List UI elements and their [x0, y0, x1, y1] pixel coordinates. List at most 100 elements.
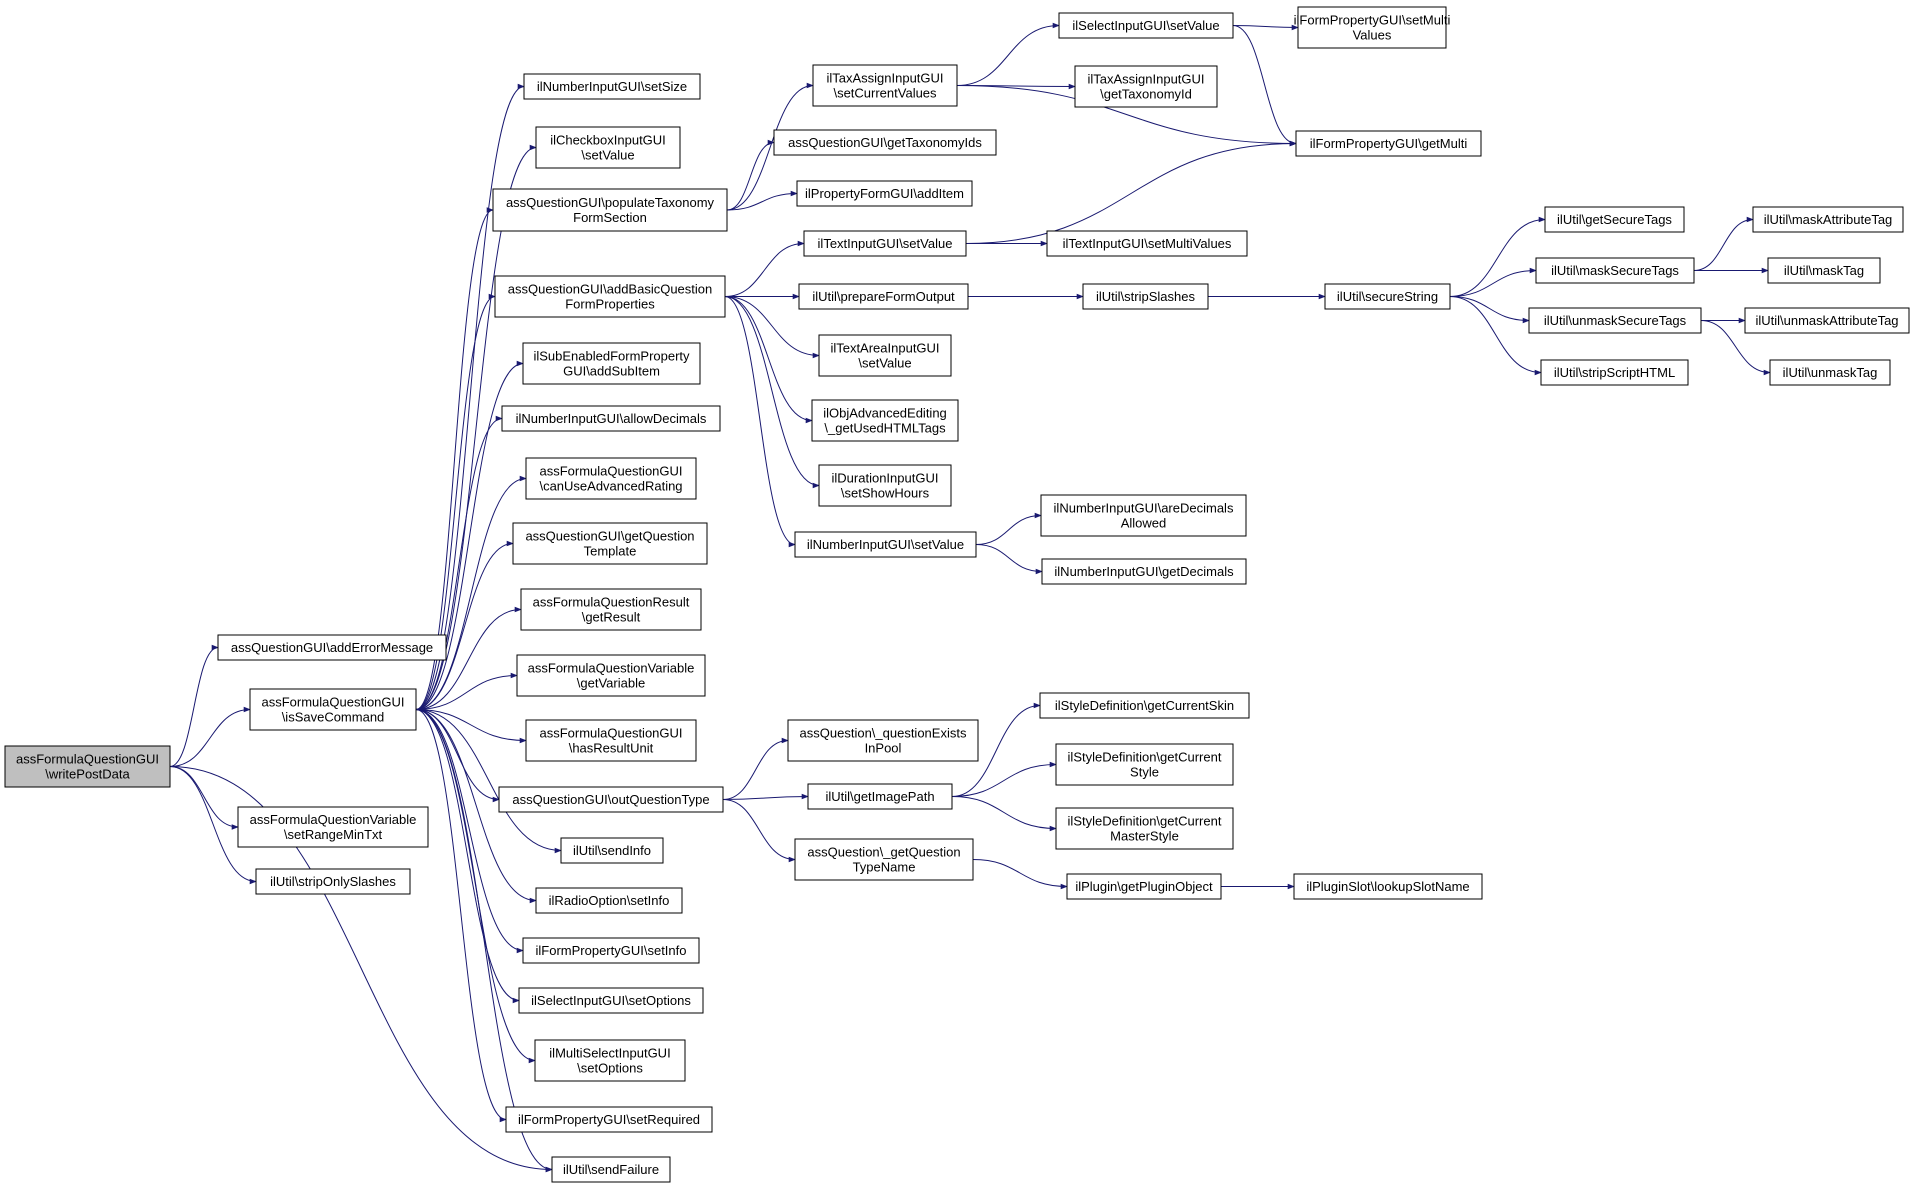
- node-box: [812, 64, 958, 107]
- node-add-error-message[interactable]: assQuestionGUI\addErrorMessage: [217, 634, 447, 661]
- node-label: assFormulaQuestionGUI: [261, 695, 404, 710]
- node-get-plugin-object[interactable]: ilPlugin\getPluginObject: [1066, 873, 1222, 900]
- edge-is-save-command-to-allow-decimals: [415, 415, 503, 710]
- node-label: ilSelectInputGUI\setOptions: [531, 993, 691, 1008]
- node-add-basic-question[interactable]: assQuestionGUI\addBasicQuestionFormPrope…: [494, 275, 726, 318]
- node-box: [560, 837, 664, 864]
- node-get-decimals[interactable]: ilNumberInputGUI\getDecimals: [1041, 558, 1247, 585]
- node-unmask-secure-tags[interactable]: ilUtil\unmaskSecureTags: [1528, 307, 1702, 334]
- node-label: \setValue: [858, 356, 911, 371]
- node-unmask-tag[interactable]: ilUtil\unmaskTag: [1769, 359, 1891, 386]
- node-get-taxonomy-id[interactable]: ilTaxAssignInputGUI\getTaxonomyId: [1074, 65, 1218, 108]
- node-text-set-multi-values[interactable]: ilTextInputGUI\setMultiValues: [1046, 230, 1248, 257]
- node-box: [796, 180, 973, 207]
- node-get-multi[interactable]: ilFormPropertyGUI\getMulti: [1295, 130, 1482, 157]
- node-label: \getResult: [582, 610, 641, 625]
- node-strip-script-html[interactable]: ilUtil\stripScriptHTML: [1540, 359, 1689, 386]
- node-can-use-advanced-rating[interactable]: assFormulaQuestionGUI\canUseAdvancedRati…: [525, 457, 697, 500]
- node-set-multi-values[interactable]: ilFormPropertyGUI\setMultiValues: [1294, 6, 1451, 49]
- node-multi-select-set-options[interactable]: ilMultiSelectInputGUI\setOptions: [534, 1039, 686, 1082]
- node-label: ilTaxAssignInputGUI: [1087, 72, 1204, 87]
- node-label: ilTextInputGUI\setMultiValues: [1063, 236, 1232, 251]
- node-box: [501, 405, 721, 432]
- node-get-image-path[interactable]: ilUtil\getImagePath: [807, 783, 953, 810]
- node-tax-set-current-values[interactable]: ilTaxAssignInputGUI\setCurrentValues: [812, 64, 958, 107]
- node-add-item[interactable]: ilPropertyFormGUI\addItem: [796, 180, 973, 207]
- node-mask-tag[interactable]: ilUtil\maskTag: [1767, 257, 1881, 284]
- node-strip-only-slashes[interactable]: ilUtil\stripOnlySlashes: [255, 868, 411, 895]
- node-is-save-command[interactable]: assFormulaQuestionGUI\isSaveCommand: [249, 688, 417, 731]
- node-set-size[interactable]: ilNumberInputGUI\setSize: [523, 73, 701, 100]
- node-box: [1540, 359, 1689, 386]
- edge-is-save-command-to-has-result-unit: [415, 709, 527, 744]
- node-label: \canUseAdvancedRating: [539, 479, 682, 494]
- node-allow-decimals[interactable]: ilNumberInputGUI\allowDecimals: [501, 405, 721, 432]
- edge-number-set-value-to-are-decimals-allowed: [975, 512, 1042, 545]
- node-label: \writePostData: [45, 767, 130, 782]
- node-mask-attribute-tag[interactable]: ilUtil\maskAttributeTag: [1752, 206, 1904, 233]
- node-label: assFormulaQuestionVariable: [250, 812, 417, 827]
- edge-add-basic-question-to-get-used-htmltags: [724, 296, 813, 424]
- edge-populate-taxonomy-to-get-taxonomy-ids: [726, 139, 775, 211]
- edge-secure-string-to-unmask-secure-tags: [1449, 296, 1530, 324]
- edge-secure-string-to-get-secure-tags: [1449, 216, 1546, 297]
- node-get-used-htmltags[interactable]: ilObjAdvancedEditing\_getUsedHTMLTags: [811, 399, 959, 442]
- node-populate-taxonomy[interactable]: assQuestionGUI\populateTaxonomyFormSecti…: [492, 188, 728, 232]
- node-get-variable[interactable]: assFormulaQuestionVariable\getVariable: [516, 654, 706, 697]
- node-secure-string[interactable]: ilUtil\secureString: [1324, 283, 1451, 310]
- node-label: ilNumberInputGUI\areDecimals: [1054, 501, 1234, 516]
- edge-out-question-type-to-get-image-path: [722, 793, 809, 800]
- node-write-post-data[interactable]: assFormulaQuestionGUI\writePostData: [4, 745, 171, 788]
- edge-is-save-command-to-get-result: [415, 606, 522, 710]
- node-set-required[interactable]: ilFormPropertyGUI\setRequired: [505, 1106, 713, 1133]
- node-label: assFormulaQuestionVariable: [528, 661, 695, 676]
- node-label: \isSaveCommand: [282, 710, 385, 725]
- edge-is-save-command-to-set-size: [415, 83, 525, 710]
- node-label: FormSection: [573, 210, 647, 225]
- node-out-question-type[interactable]: assQuestionGUI\outQuestionType: [498, 786, 724, 813]
- node-label: assFormulaQuestionResult: [533, 595, 690, 610]
- node-box: [794, 531, 977, 558]
- node-lookup-slot-name[interactable]: ilPluginSlot\lookupSlotName: [1293, 873, 1483, 900]
- node-label: ilNumberInputGUI\getDecimals: [1054, 564, 1234, 579]
- node-label: ilTextAreaInputGUI: [830, 341, 939, 356]
- edge-is-save-command-to-cb-set-value: [415, 144, 537, 710]
- edge-add-basic-question-to-set-show-hours: [724, 296, 820, 489]
- node-get-current-skin[interactable]: ilStyleDefinition\getCurrentSkin: [1039, 692, 1250, 719]
- node-radio-set-info[interactable]: ilRadioOption\setInfo: [535, 887, 683, 914]
- node-has-result-unit[interactable]: assFormulaQuestionGUI\hasResultUnit: [525, 719, 697, 762]
- node-send-failure[interactable]: ilUtil\sendFailure: [551, 1156, 671, 1183]
- node-strip-slashes[interactable]: ilUtil\stripSlashes: [1082, 283, 1209, 310]
- node-get-secure-tags[interactable]: ilUtil\getSecureTags: [1544, 206, 1685, 233]
- node-set-show-hours[interactable]: ilDurationInputGUI\setShowHours: [818, 464, 952, 507]
- node-send-info[interactable]: ilUtil\sendInfo: [560, 837, 664, 864]
- node-box: [1769, 359, 1891, 386]
- edge-get-image-path-to-get-current-master-style: [951, 796, 1057, 832]
- node-select-set-value[interactable]: ilSelectInputGUI\setValue: [1058, 12, 1234, 39]
- node-label: ilUtil\sendInfo: [573, 843, 651, 858]
- node-get-taxonomy-ids[interactable]: assQuestionGUI\getTaxonomyIds: [773, 129, 997, 156]
- node-cb-set-value[interactable]: ilCheckboxInputGUI\setValue: [535, 126, 681, 169]
- node-box: [787, 719, 979, 762]
- node-mask-secure-tags[interactable]: ilUtil\maskSecureTags: [1535, 257, 1695, 284]
- node-label: ilPlugin\getPluginObject: [1075, 879, 1213, 894]
- node-get-result[interactable]: assFormulaQuestionResult\getResult: [520, 588, 702, 631]
- node-prepare-form-output[interactable]: ilUtil\prepareFormOutput: [798, 283, 969, 310]
- node-set-range-min-txt[interactable]: assFormulaQuestionVariable\setRangeMinTx…: [237, 806, 429, 848]
- node-text-area-set-value[interactable]: ilTextAreaInputGUI\setValue: [818, 334, 952, 377]
- node-form-prop-set-info[interactable]: ilFormPropertyGUI\setInfo: [522, 937, 700, 964]
- node-unmask-attribute-tag[interactable]: ilUtil\unmaskAttributeTag: [1744, 307, 1910, 334]
- node-label: ilUtil\stripScriptHTML: [1554, 365, 1675, 380]
- node-number-set-value[interactable]: ilNumberInputGUI\setValue: [794, 531, 977, 558]
- edge-get-image-path-to-get-current-skin: [951, 702, 1041, 797]
- node-text-set-value[interactable]: ilTextInputGUI\setValue: [803, 230, 967, 257]
- node-select-set-options[interactable]: ilSelectInputGUI\setOptions: [518, 987, 704, 1014]
